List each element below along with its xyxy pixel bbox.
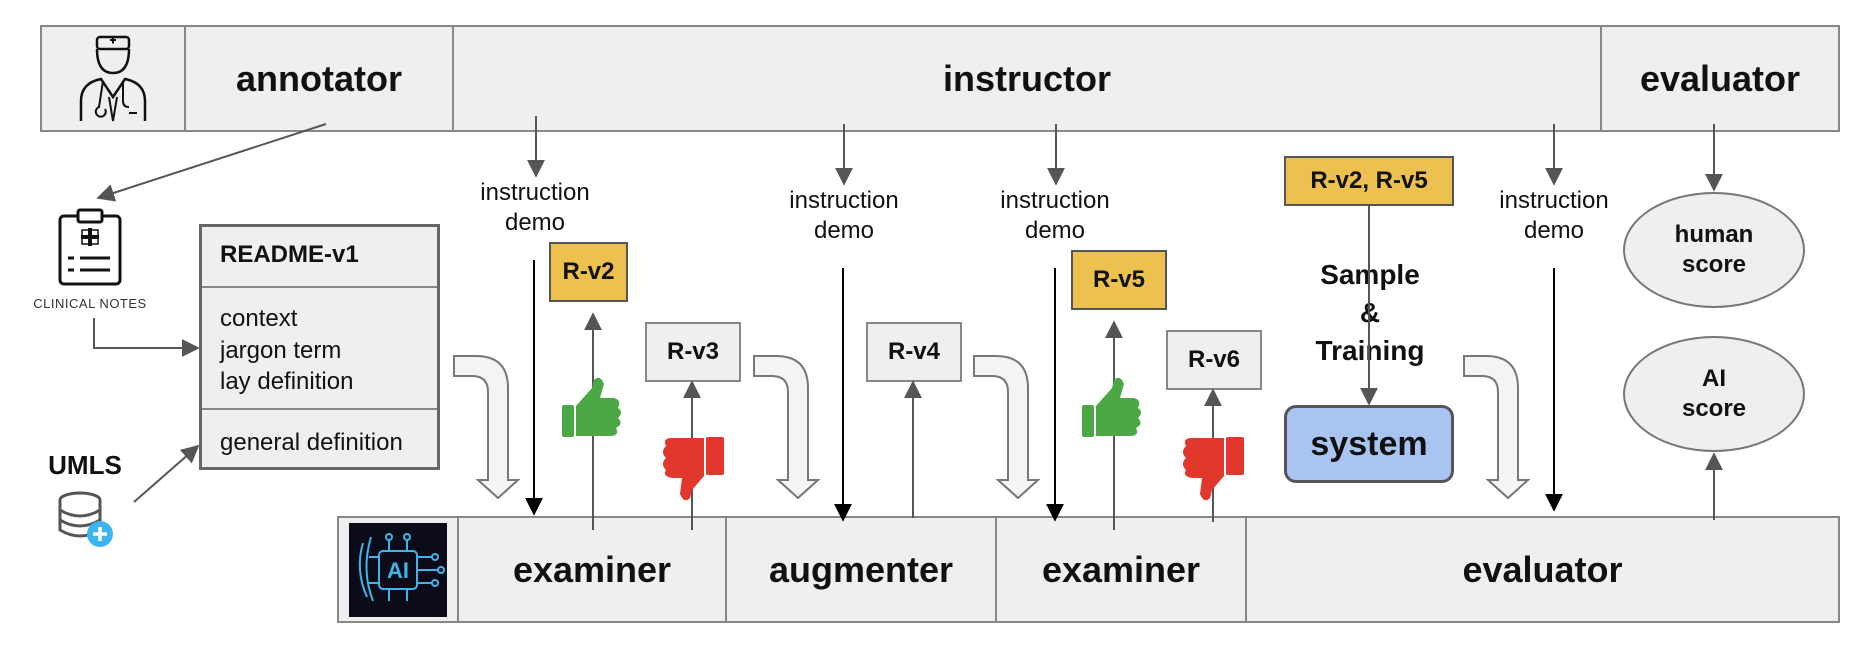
annotator-label: annotator <box>184 27 452 130</box>
ai-chip-icon: AI <box>349 522 447 617</box>
readme-field-jargon: jargon term <box>220 337 342 364</box>
system-box: system <box>1284 405 1454 483</box>
readme-card: README-v1 context jargon term lay defini… <box>199 224 440 470</box>
top-evaluator-label: evaluator <box>1600 27 1838 130</box>
instruction-text: instruction <box>1000 187 1110 214</box>
arrow-annotator-to-notes <box>96 123 327 202</box>
instruction-demo-3: instruction demo <box>983 186 1127 246</box>
arrow-umls-to-readme <box>133 444 200 503</box>
examiner-label-2: examiner <box>995 518 1245 621</box>
ai-chip-text: AI <box>387 558 409 583</box>
thumbs-up-icon <box>562 377 621 437</box>
top-band: annotator instructor evaluator <box>40 25 1840 132</box>
ai-score-ellipse: AI score <box>1623 336 1805 452</box>
instruction-demo-4: instruction demo <box>1482 186 1626 246</box>
readme-divider-2 <box>202 408 437 410</box>
demo-text: demo <box>504 209 566 236</box>
human-score-ellipse: human score <box>1623 192 1805 308</box>
bottom-band: AI examiner augmenter examiner evaluator <box>337 516 1840 623</box>
ai-text: AI <box>1701 365 1726 392</box>
thumbs-down-icon <box>1183 437 1244 501</box>
r-v5-box: R-v5 <box>1071 250 1167 310</box>
flow-arrow-4 <box>1463 355 1531 500</box>
thumbs-down-icon <box>663 437 724 501</box>
readme-field-lay: lay definition <box>220 368 354 395</box>
demo-text: demo <box>813 217 875 244</box>
database-plus-icon <box>58 491 113 547</box>
examiner-label-1: examiner <box>457 518 725 621</box>
readme-general-definition: general definition <box>220 429 403 456</box>
score-text: score <box>1681 395 1747 422</box>
r-v2-box: R-v2 <box>549 242 628 302</box>
clinical-notes-label: CLINICAL NOTES <box>33 296 147 311</box>
arrow-notes-to-readme <box>93 318 200 357</box>
flow-arrow-2 <box>753 355 821 500</box>
readme-divider-1 <box>202 286 437 288</box>
doctor-icon-cell <box>42 27 184 130</box>
human-text: human <box>1674 221 1754 248</box>
flow-arrow-1 <box>453 355 521 500</box>
instruction-demo-1: instruction demo <box>463 178 607 238</box>
instruction-text: instruction <box>789 187 899 214</box>
demo-text: demo <box>1523 217 1585 244</box>
instruction-text: instruction <box>480 179 590 206</box>
thumbs-up-icon <box>1082 377 1141 437</box>
doctor-icon <box>79 35 147 121</box>
instruction-text: instruction <box>1499 187 1609 214</box>
readme-field-context: context <box>220 305 298 332</box>
ai-chip-cell: AI <box>339 518 457 621</box>
score-text: score <box>1681 251 1747 278</box>
r-v6-box: R-v6 <box>1166 330 1262 390</box>
flow-arrow-3 <box>973 355 1041 500</box>
demo-text: demo <box>1024 217 1086 244</box>
instructor-label: instructor <box>452 27 1600 130</box>
readme-title: README-v1 <box>220 241 359 268</box>
bottom-evaluator-label: evaluator <box>1245 518 1838 621</box>
clipboard-icon <box>58 208 122 286</box>
augmenter-label: augmenter <box>725 518 995 621</box>
instruction-demo-2: instruction demo <box>772 186 916 246</box>
umls-label: UMLS <box>48 450 122 480</box>
r-v2-r-v5-box: R-v2, R-v5 <box>1284 156 1454 206</box>
